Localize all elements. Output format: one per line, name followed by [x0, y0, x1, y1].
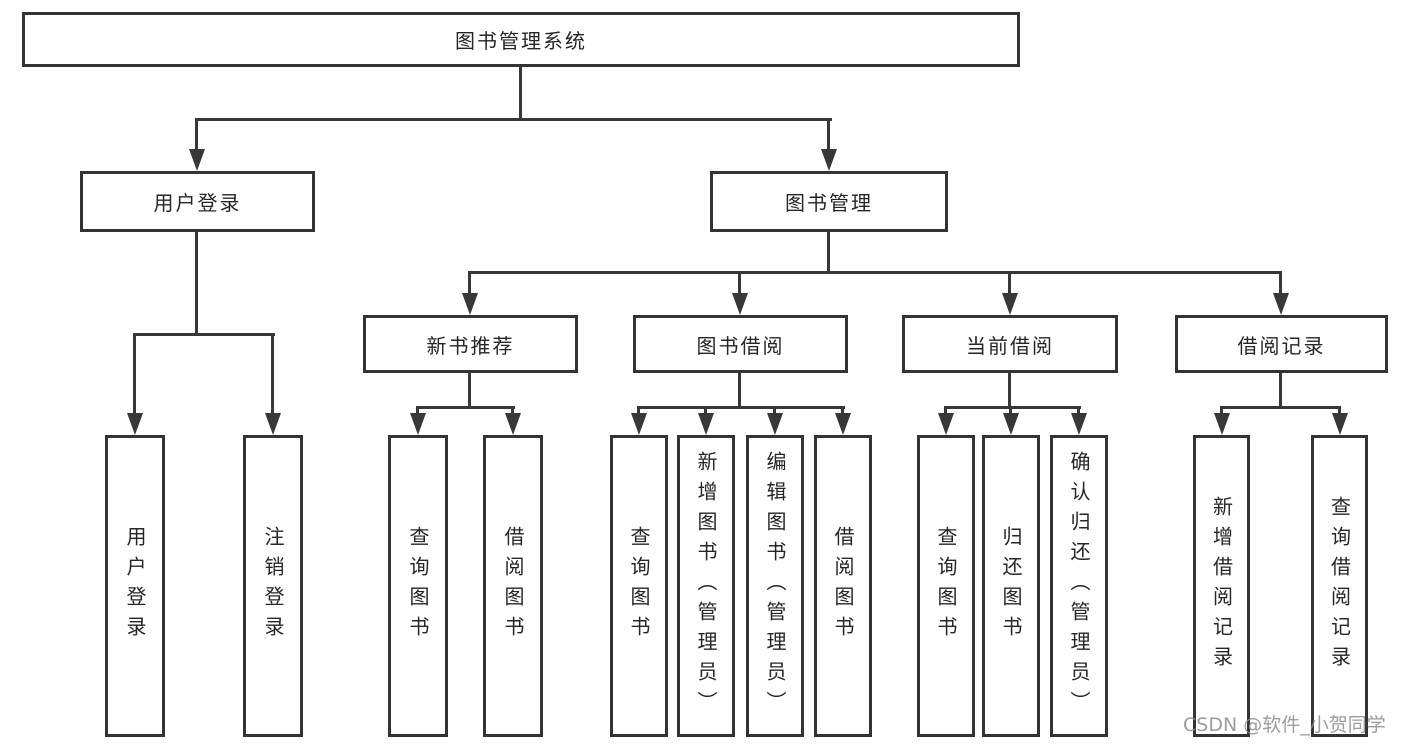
connector-line [1220, 406, 1223, 415]
arrow-head [1332, 413, 1348, 435]
connector-line [1008, 373, 1011, 409]
arrow-head [938, 413, 954, 435]
connector-line [1338, 406, 1341, 415]
connector-line [827, 118, 830, 151]
connector-line [133, 333, 275, 336]
node-user-login: 用户登录 [80, 171, 315, 232]
connector-line [827, 232, 830, 274]
connector-line [519, 67, 522, 121]
leaf-borrow-books-borrowing: 借阅图书 [814, 435, 872, 737]
connector-line [195, 232, 198, 336]
connector-line [195, 118, 198, 151]
node-book-management: 图书管理 [710, 171, 948, 232]
arrow-head [631, 413, 647, 435]
arrow-head [505, 413, 521, 435]
watermark-text: CSDN @软件_小贺同学 [1183, 714, 1386, 736]
connector-line [468, 271, 1282, 274]
connector-line [196, 118, 832, 121]
connector-line [637, 406, 640, 415]
arrow-head [698, 413, 714, 435]
connector-line [944, 406, 1081, 409]
connector-line [1279, 373, 1282, 409]
connector-line [511, 406, 514, 415]
leaf-add-borrow-record: 新增借阅记录 [1193, 435, 1250, 737]
node-new-book-recommend: 新书推荐 [363, 315, 578, 373]
arrow-head [1002, 293, 1018, 315]
connector-line [738, 373, 741, 409]
arrow-head [1003, 413, 1019, 435]
node-current-borrowing: 当前借阅 [902, 315, 1118, 373]
leaf-return-books: 归还图书 [982, 435, 1040, 737]
leaf-confirm-return-admin: 确认归还（管理员） [1050, 435, 1108, 737]
arrow-head [1273, 293, 1289, 315]
connector-line [1220, 406, 1341, 409]
connector-line [271, 333, 274, 415]
connector-line [416, 406, 419, 415]
leaf-logout: 注销登录 [243, 435, 303, 737]
connector-line [637, 406, 845, 409]
leaf-user-login: 用户登录 [105, 435, 165, 737]
arrow-head [767, 413, 783, 435]
node-book-borrowing: 图书借阅 [633, 315, 848, 373]
leaf-query-borrow-record: 查询借阅记录 [1311, 435, 1368, 737]
connector-line [841, 406, 844, 415]
leaf-query-books-borrowing: 查询图书 [610, 435, 668, 737]
arrow-head [821, 149, 837, 171]
leaf-add-books-admin: 新增图书（管理员） [677, 435, 735, 737]
leaf-query-books-current: 查询图书 [917, 435, 975, 737]
arrow-head [835, 413, 851, 435]
connector-line [133, 333, 136, 415]
connector-line [468, 373, 471, 409]
node-borrowing-records: 借阅记录 [1175, 315, 1388, 373]
leaf-query-books-recommend: 查询图书 [388, 435, 448, 737]
arrow-head [127, 413, 143, 435]
arrow-head [462, 293, 478, 315]
connector-line [944, 406, 947, 415]
connector-line [1279, 271, 1282, 295]
arrow-head [265, 413, 281, 435]
connector-line [468, 271, 471, 295]
arrow-head [410, 413, 426, 435]
connector-line [773, 406, 776, 415]
connector-line [738, 271, 741, 295]
connector-line [1008, 271, 1011, 295]
arrow-head [1071, 413, 1087, 435]
arrow-head [189, 149, 205, 171]
connector-line [1077, 406, 1080, 415]
arrow-head [732, 293, 748, 315]
arrow-head [1214, 413, 1230, 435]
node-system-root: 图书管理系统 [22, 12, 1020, 67]
leaf-borrow-books-recommend: 借阅图书 [483, 435, 543, 737]
connector-line [704, 406, 707, 415]
connector-line [1009, 406, 1012, 415]
connector-line [416, 406, 515, 409]
leaf-edit-books-admin: 编辑图书（管理员） [746, 435, 804, 737]
